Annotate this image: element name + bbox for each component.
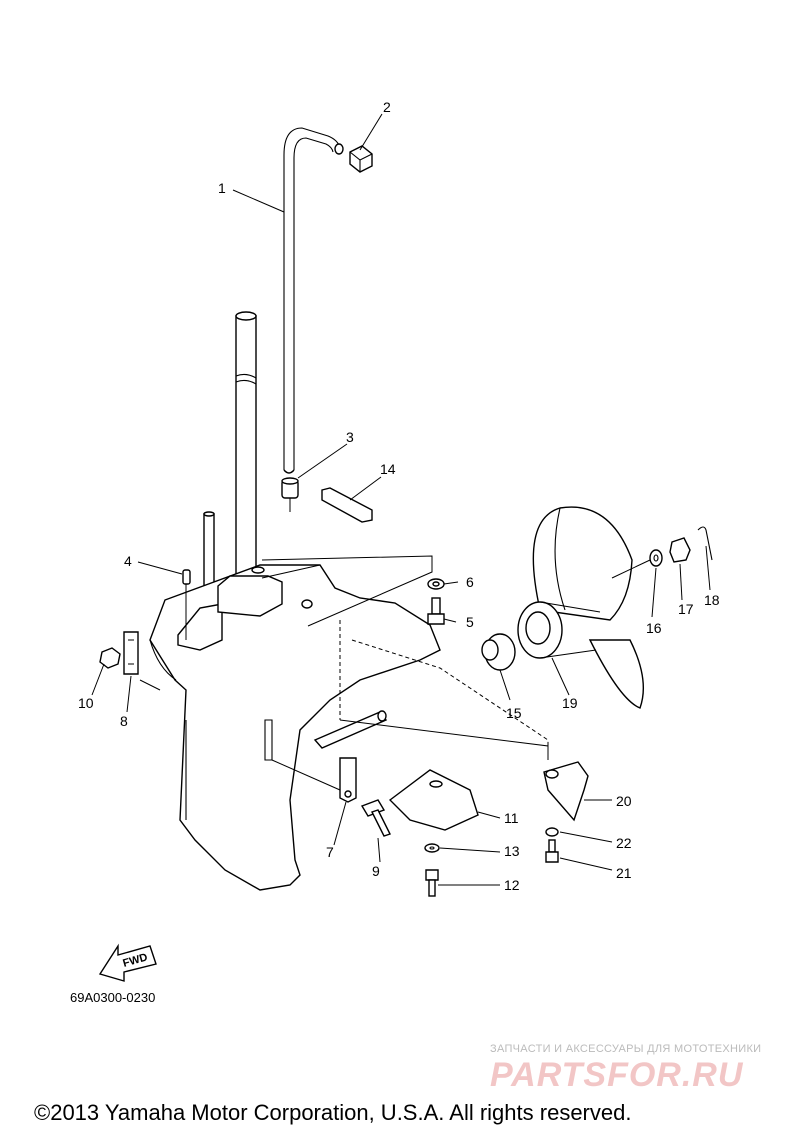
callout-10: 10 — [78, 695, 94, 711]
watermark-tagline: ЗАПЧАСТИ И АКСЕССУАРЫ ДЛЯ МОТОТЕХНИКИ — [490, 1043, 762, 1055]
bolt-part-21 — [545, 839, 559, 863]
callout-13: 13 — [504, 843, 520, 859]
propeller-part-19 — [517, 506, 645, 709]
leader-lines — [91, 113, 711, 886]
callout-15: 15 — [506, 705, 522, 721]
callout-8: 8 — [120, 713, 128, 729]
washer-part-16 — [649, 549, 663, 567]
callout-3: 3 — [346, 429, 354, 445]
pin-part-4 — [182, 569, 191, 585]
fin-part-20 — [543, 761, 589, 822]
callout-2: 2 — [383, 99, 391, 115]
callout-22: 22 — [616, 835, 632, 851]
diagram-code: 69A0300-0230 — [70, 990, 156, 1005]
nut-part-17 — [669, 537, 691, 563]
water-tube-part-1 — [283, 127, 344, 474]
callout-12: 12 — [504, 877, 520, 893]
callout-18: 18 — [704, 592, 720, 608]
callout-17: 17 — [678, 601, 694, 617]
bracket-part-8 — [123, 631, 139, 675]
watermark-logo: PARTSFOR.RU — [490, 1056, 744, 1094]
copyright-notice: ©2013 Yamaha Motor Corporation, U.S.A. A… — [34, 1100, 632, 1125]
callout-11: 11 — [504, 810, 519, 826]
thrust-holder-part-15 — [481, 633, 516, 671]
seal-part-3 — [281, 477, 299, 512]
callout-numbers: 1 2 3 4 5 6 7 8 9 10 11 12 13 14 15 16 1… — [78, 99, 720, 893]
callout-1: 1 — [218, 180, 226, 196]
callout-7: 7 — [326, 844, 334, 860]
callout-20: 20 — [616, 793, 632, 809]
bolt-part-5 — [427, 597, 445, 625]
grommet-part-2 — [349, 145, 373, 173]
callout-21: 21 — [616, 865, 632, 881]
callout-9: 9 — [372, 863, 380, 879]
fwd-arrow-icon: FWD — [98, 943, 157, 982]
bar-part-14 — [321, 487, 373, 523]
lower-casing — [149, 564, 441, 891]
washer-part-13 — [424, 843, 440, 853]
washer-part-6 — [427, 578, 445, 590]
callout-14: 14 — [380, 461, 396, 477]
callout-4: 4 — [124, 553, 132, 569]
anode-part-7 — [339, 757, 357, 803]
callout-19: 19 — [562, 695, 578, 711]
screw-part-9 — [360, 799, 391, 837]
callout-16: 16 — [646, 620, 662, 636]
washer-part-22 — [545, 827, 559, 837]
bolt-part-12 — [425, 869, 439, 897]
trim-tab-part-11 — [388, 769, 479, 831]
callout-5: 5 — [466, 614, 474, 630]
callout-6: 6 — [466, 574, 474, 590]
cotter-pin-part-18 — [697, 526, 713, 561]
assembly-lines — [139, 555, 549, 791]
nut-part-10 — [99, 647, 121, 669]
drive-shaft — [235, 311, 257, 577]
propeller-shaft — [313, 710, 388, 749]
